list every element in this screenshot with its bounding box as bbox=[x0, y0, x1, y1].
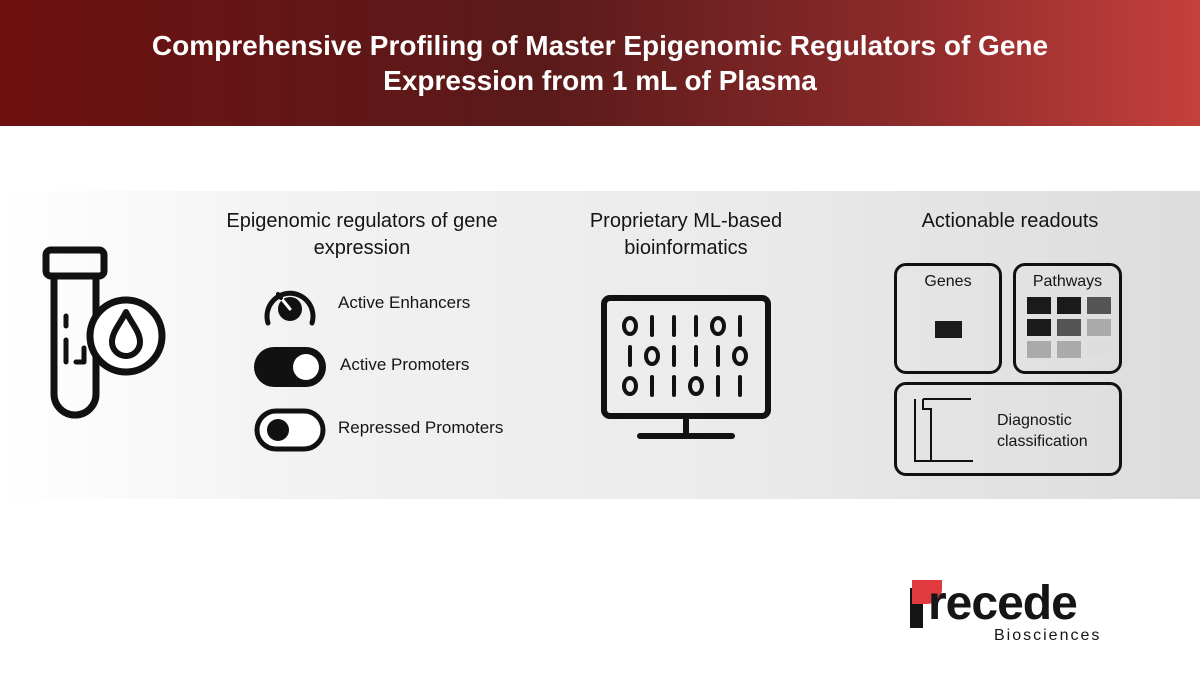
binary-code-grid bbox=[622, 315, 748, 397]
diagnostic-card: Diagnostic classification bbox=[894, 382, 1122, 476]
heatmap-cell bbox=[1087, 341, 1111, 358]
readouts-title: Actionable readouts bbox=[921, 210, 1099, 232]
genes-label: Genes bbox=[924, 273, 972, 290]
gene-bar bbox=[935, 321, 962, 338]
toggle-on-icon bbox=[254, 347, 326, 387]
binary-digit-0 bbox=[644, 346, 660, 366]
heatmap-cell bbox=[1057, 319, 1081, 336]
toggle-off-icon bbox=[254, 408, 326, 452]
heatmap-cell bbox=[1057, 341, 1081, 358]
precede-logo-mark bbox=[910, 580, 942, 628]
binary-digit-0 bbox=[622, 316, 638, 336]
binary-digit-0 bbox=[688, 376, 704, 396]
regulators-title: Epigenomic regulators of gene expression bbox=[226, 210, 498, 259]
pathways-card: Pathways bbox=[1013, 263, 1122, 374]
regulator-label-active-promoters: Active Promoters bbox=[340, 355, 470, 374]
computer-monitor-icon bbox=[601, 295, 771, 439]
blood-tube-icon bbox=[42, 246, 166, 419]
pathways-label: Pathways bbox=[1032, 273, 1103, 290]
brand-logo: recede Biosciences bbox=[910, 578, 1140, 648]
bioinformatics-title: Proprietary ML-based bioinformatics bbox=[589, 210, 783, 259]
heatmap-cell bbox=[1027, 319, 1051, 336]
binary-digit-0 bbox=[622, 376, 638, 396]
binary-digit-0 bbox=[710, 316, 726, 336]
heatmap-cell bbox=[1087, 297, 1111, 314]
pathway-heatmap bbox=[1027, 297, 1111, 363]
dial-icon bbox=[264, 290, 316, 326]
survival-curve-icon bbox=[914, 398, 973, 462]
regulator-label-repressed-promoters: Repressed Promoters bbox=[338, 418, 504, 437]
header-banner: Comprehensive Profiling of Master Epigen… bbox=[0, 0, 1200, 126]
heatmap-cell bbox=[1027, 297, 1051, 314]
page-title: Comprehensive Profiling of Master Epigen… bbox=[151, 30, 1049, 96]
diagnostic-label: Diagnostic classification bbox=[997, 412, 1088, 450]
regulator-label-enhancers: Active Enhancers bbox=[338, 293, 471, 312]
brand-subtitle: Biosciences bbox=[994, 627, 1102, 644]
heatmap-cell bbox=[1087, 319, 1111, 336]
heatmap-cell bbox=[1027, 341, 1051, 358]
genes-card: Genes bbox=[894, 263, 1002, 374]
heatmap-cell bbox=[1057, 297, 1081, 314]
binary-digit-0 bbox=[732, 346, 748, 366]
brand-name: recede bbox=[928, 577, 1078, 630]
